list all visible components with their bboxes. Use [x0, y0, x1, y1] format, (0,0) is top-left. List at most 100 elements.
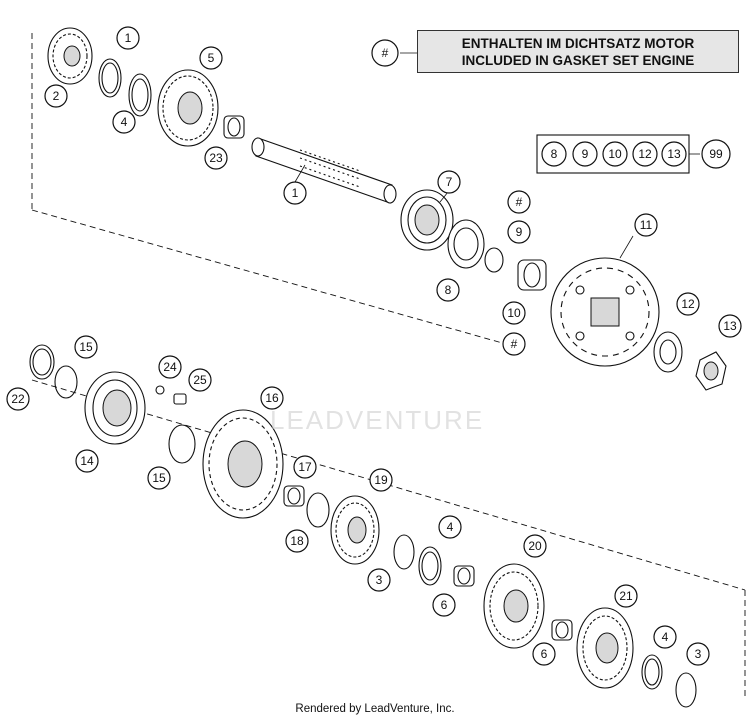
note-symbol-label: # [382, 46, 389, 60]
callout[interactable]: 24 [158, 355, 182, 379]
callout[interactable]: 15 [74, 335, 98, 359]
part-11-sprocket[interactable] [550, 257, 660, 367]
callout-label: 1 [125, 31, 132, 45]
callout[interactable]: 1 [116, 26, 140, 50]
callout[interactable]: 19 [369, 468, 393, 492]
part-23-bearing[interactable] [223, 115, 245, 139]
gasket-set-note: ENTHALTEN IM DICHTSATZ MOTOR INCLUDED IN… [417, 30, 739, 73]
callout-label: 6 [441, 598, 448, 612]
part-15-washer-a[interactable] [54, 365, 78, 399]
callout[interactable]: # [502, 332, 526, 356]
callout[interactable]: 3 [686, 642, 710, 666]
part-6-bearing-b[interactable] [551, 619, 573, 641]
callout-label: 7 [446, 175, 453, 189]
callout-label: # [511, 337, 518, 351]
callout-label: 11 [640, 218, 653, 232]
callout[interactable]: 21 [614, 584, 638, 608]
callout[interactable]: 6 [432, 593, 456, 617]
callout[interactable]: 12 [676, 292, 700, 316]
callout-label: 15 [152, 471, 166, 485]
callout-label: 14 [80, 454, 94, 468]
callout[interactable]: 4 [112, 110, 136, 134]
kit-item[interactable]: 12 [632, 141, 658, 167]
callout-label: 25 [193, 373, 207, 387]
callout[interactable]: 14 [75, 449, 99, 473]
callout-label: 8 [445, 283, 452, 297]
callout[interactable]: 9 [507, 220, 531, 244]
callout[interactable]: 4 [438, 515, 462, 539]
part-3-washer-lower-a[interactable] [393, 534, 415, 570]
part-22-circlip[interactable] [29, 344, 55, 380]
part-4-washer-lower-a[interactable] [418, 546, 442, 586]
part-8-seal[interactable] [447, 219, 485, 269]
callout-label: 4 [447, 520, 454, 534]
part-3-washer[interactable] [98, 58, 122, 98]
callout[interactable]: 7 [437, 170, 461, 194]
callout[interactable]: 4 [653, 625, 677, 649]
callout[interactable]: 5 [199, 46, 223, 70]
part-25-pin[interactable] [173, 393, 187, 405]
callout[interactable]: 18 [285, 529, 309, 553]
kit-item-label: 12 [638, 147, 652, 161]
callout[interactable]: 20 [523, 534, 547, 558]
part-15-washer-b[interactable] [168, 424, 196, 464]
kit-item-label: 9 [582, 147, 589, 161]
part-14-bearing[interactable] [84, 371, 146, 445]
callout[interactable]: 16 [260, 386, 284, 410]
part-19-gear[interactable] [330, 495, 380, 565]
part-10-sleeve[interactable] [517, 259, 547, 291]
part-9-oring[interactable] [484, 247, 504, 273]
part-4-washer-lower-b[interactable] [641, 654, 663, 690]
callout[interactable]: 17 [293, 455, 317, 479]
part-5-gear[interactable] [157, 69, 219, 147]
kit-item[interactable]: 8 [541, 141, 567, 167]
callout[interactable]: 1 [283, 181, 307, 205]
kit-result[interactable]: 99 [701, 139, 731, 169]
part-21-gear[interactable] [576, 607, 634, 689]
part-2-gear[interactable] [47, 27, 93, 85]
callout[interactable]: 13 [718, 314, 742, 338]
callout-label: 16 [265, 391, 279, 405]
part-6-bearing-a[interactable] [453, 565, 475, 587]
watermark: LEADVENTURE [270, 405, 485, 435]
callout[interactable]: 8 [436, 278, 460, 302]
part-1-shaft[interactable] [251, 137, 397, 204]
callout-label: 6 [541, 647, 548, 661]
note-line-english: INCLUDED IN GASKET SET ENGINE [461, 52, 695, 68]
part-24-ball[interactable] [155, 385, 165, 395]
part-20-gear[interactable] [483, 563, 545, 649]
part-16-gear[interactable] [202, 409, 284, 519]
callout[interactable]: 10 [502, 301, 526, 325]
part-4-washer[interactable] [128, 73, 152, 117]
note-line-german: ENTHALTEN IM DICHTSATZ MOTOR [461, 35, 695, 51]
kit-item[interactable]: 13 [661, 141, 687, 167]
callout[interactable]: 2 [44, 84, 68, 108]
callout[interactable]: 11 [634, 213, 658, 237]
section-boundary [31, 33, 746, 700]
part-18-washer[interactable] [306, 492, 330, 528]
callout[interactable]: # [507, 190, 531, 214]
callout[interactable]: 6 [532, 642, 556, 666]
callout[interactable]: 22 [6, 387, 30, 411]
footer-credit: Rendered by LeadVenture, Inc. [295, 703, 455, 715]
callout[interactable]: 3 [367, 568, 391, 592]
kit-item-label: 13 [667, 147, 681, 161]
part-17-bearing[interactable] [283, 485, 305, 507]
callout-label: 1 [292, 186, 299, 200]
callout[interactable]: 23 [204, 146, 228, 170]
part-7-bearing[interactable] [400, 189, 454, 251]
kit-item[interactable]: 10 [602, 141, 628, 167]
callout-label: 24 [163, 360, 177, 374]
part-3-washer-lower-b[interactable] [675, 672, 697, 708]
callout-label: 4 [121, 115, 128, 129]
part-12-washer[interactable] [653, 331, 683, 373]
part-13-nut[interactable] [695, 351, 727, 391]
callout-label: 18 [290, 534, 304, 548]
callout[interactable]: 15 [147, 466, 171, 490]
callout[interactable]: 25 [188, 368, 212, 392]
kit-item[interactable]: 9 [572, 141, 598, 167]
kit-result-label: 99 [709, 147, 723, 161]
callout-label: 17 [298, 460, 312, 474]
callout-label: 20 [528, 539, 542, 553]
